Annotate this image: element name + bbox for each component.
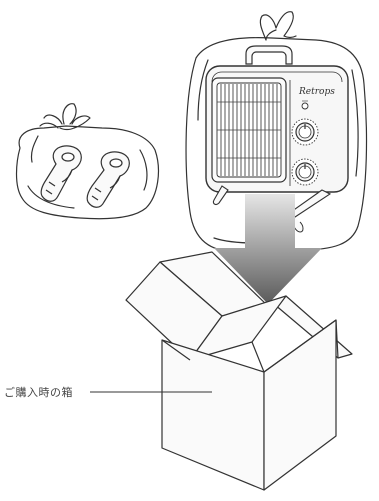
remote-controller-icon [87,152,129,207]
heater-knob-lower [292,159,318,185]
cardboard-box-icon [126,252,352,490]
box-front-face [162,340,264,490]
bag-knot [260,12,296,40]
heater-brand-text: Retrops [298,87,335,97]
power-indicator [302,103,308,109]
box-callout-label: ご購入時の箱 [4,384,73,400]
heater-handle [246,46,292,64]
remote-controller-icon [41,146,81,201]
plastic-bag-icon [17,126,159,219]
heater-knob-upper [292,119,318,145]
